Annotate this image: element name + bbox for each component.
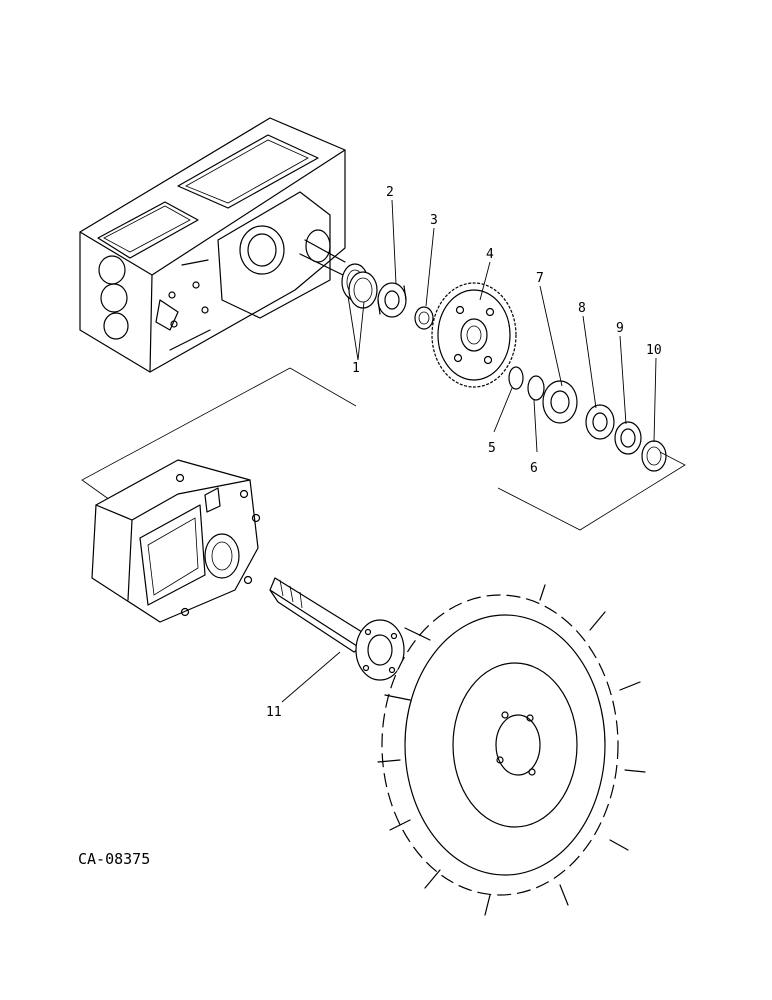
- callout-3: 3: [430, 213, 438, 228]
- callout-4: 4: [486, 247, 494, 262]
- callout-11: 11: [266, 705, 282, 720]
- callout-7: 7: [536, 271, 544, 286]
- axle-shaft-icon: [269, 577, 405, 681]
- callout-2: 2: [386, 185, 394, 200]
- callout-5: 5: [488, 441, 496, 456]
- callout-9: 9: [616, 321, 624, 336]
- gear-train-parts: [341, 263, 667, 472]
- callout-labels: 1 2 3 4 5 6 7 8 9 10 11: [266, 185, 662, 720]
- reference-plane-lines: [81, 367, 686, 531]
- transmission-case-icon: [79, 117, 346, 373]
- wheel-tire-icon: [377, 584, 646, 916]
- final-drive-housing-icon: [91, 459, 261, 623]
- callout-6: 6: [530, 461, 538, 476]
- callout-1: 1: [352, 361, 360, 376]
- callout-8: 8: [578, 301, 586, 316]
- callout-10: 10: [646, 343, 662, 358]
- drawing-number: CA-08375: [78, 850, 150, 868]
- callout-leaders: [281, 199, 657, 703]
